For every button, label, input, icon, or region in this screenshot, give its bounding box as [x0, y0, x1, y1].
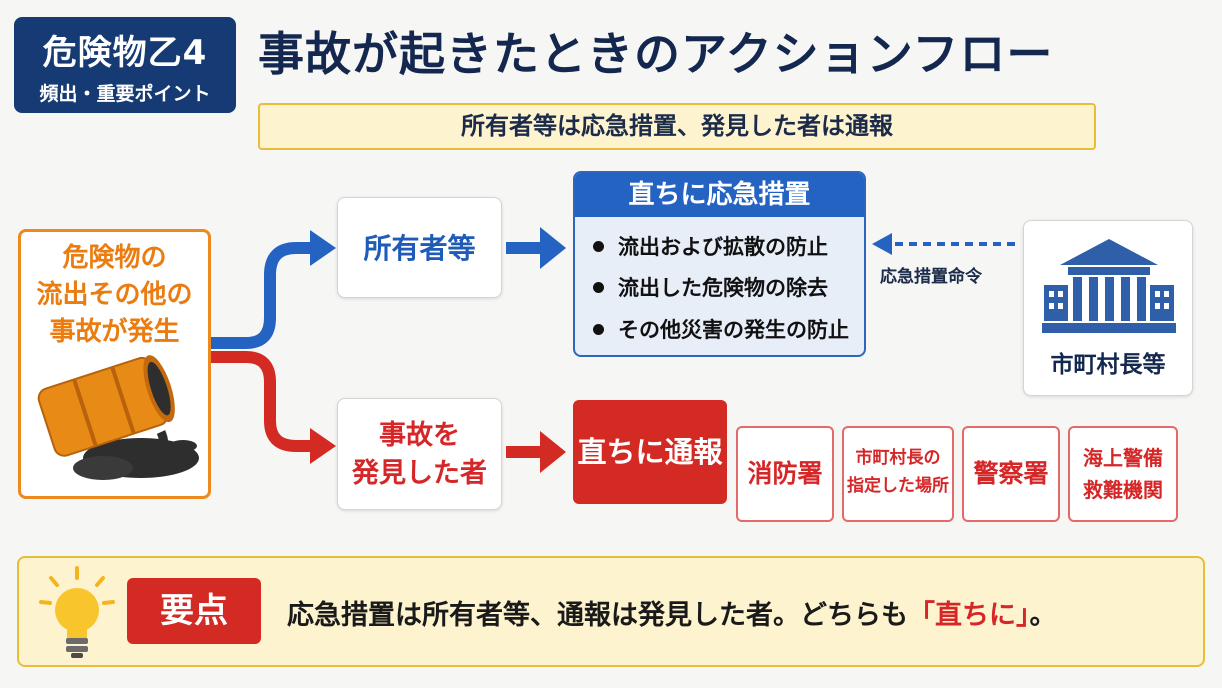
arrow-to-owner [211, 242, 312, 349]
finder-node: 事故を 発見した者 [337, 398, 502, 510]
order-arrow-head [872, 233, 892, 255]
finder-line: 事故を [379, 420, 460, 451]
key-point-main: 応急措置は所有者等、通報は発見した者。どちらも [287, 600, 908, 631]
order-label: 応急措置命令 [880, 267, 982, 287]
bullet-icon [593, 323, 604, 335]
emergency-measures-title: 直ちに応急措置 [575, 173, 864, 217]
mayor-node: 市町村長等 [1023, 220, 1193, 396]
badge-title: 危険物乙4 [42, 33, 208, 73]
emergency-measure-text: 流出した危険物の除去 [618, 276, 828, 300]
government-building-icon [1042, 239, 1176, 333]
topic-badge: 危険物乙4 頻出・重要ポイント [14, 17, 236, 113]
destination-fire-station: 消防署 [736, 426, 834, 522]
mayor-label: 市町村長等 [1050, 352, 1166, 378]
arrow-to-finder-head [310, 428, 336, 464]
summary-banner: 所有者等は応急措置、発見した者は通報 [258, 103, 1096, 150]
destination-designated-place: 市町村長の 指定した場所 [842, 426, 954, 522]
finder-line: 発見した者 [352, 458, 487, 489]
bullet-icon [593, 240, 604, 252]
key-point-end: 。 [1029, 600, 1057, 631]
arrow-to-finder [211, 351, 312, 452]
destination-police-station: 警察署 [962, 426, 1060, 522]
key-point-tag: 要点 [127, 578, 261, 644]
bullet-icon [593, 281, 604, 293]
emergency-measure-item: その他災害の発生の防止 [593, 314, 849, 344]
owner-node: 所有者等 [337, 197, 502, 298]
emergency-measure-item: 流出した危険物の除去 [593, 272, 828, 302]
incident-label: 危険物の 流出その他の 事故が発生 [21, 240, 208, 351]
emergency-measures-box: 直ちに応急措置 流出および拡散の防止 流出した危険物の除去 その他災害の発生の防… [573, 171, 866, 357]
incident-start-node: 危険物の 流出その他の 事故が発生 [18, 229, 211, 499]
incident-line: 危険物の [62, 243, 167, 273]
spilled-drum-icon [37, 355, 199, 480]
destination-line: 消防署 [747, 459, 823, 488]
key-point-emphasis: 「直ちに」 [908, 600, 1030, 631]
arrow-finder-report-head [540, 431, 566, 473]
destination-line: 指定した場所 [847, 476, 949, 496]
emergency-measure-item: 流出および拡散の防止 [593, 231, 828, 261]
incident-line: 事故が発生 [49, 317, 180, 347]
page-title: 事故が起きたときのアクションフロー [258, 27, 1054, 81]
destination-line: 救難機関 [1083, 478, 1163, 502]
destination-line: 警察署 [973, 459, 1049, 488]
report-immediately-box: 直ちに通報 [573, 400, 727, 504]
emergency-measure-text: 流出および拡散の防止 [618, 235, 828, 259]
incident-line: 流出その他の [36, 280, 193, 310]
arrow-owner-action-head [540, 227, 566, 269]
key-point-text: 応急措置は所有者等、通報は発見した者。どちらも「直ちに」。 [287, 593, 1057, 632]
destination-line: 海上警備 [1083, 446, 1163, 470]
badge-subtitle: 頻出・重要ポイント [39, 83, 211, 105]
arrow-owner-action-shaft [506, 242, 542, 254]
key-point-banner: 要点 応急措置は所有者等、通報は発見した者。どちらも「直ちに」。 [17, 556, 1205, 667]
lightbulb-icon [39, 566, 115, 658]
destination-coast-guard: 海上警備 救難機関 [1068, 426, 1178, 522]
destination-line: 市町村長の [855, 448, 941, 468]
arrow-to-owner-head [310, 230, 336, 266]
arrow-finder-report-shaft [506, 446, 542, 458]
emergency-measure-text: その他災害の発生の防止 [618, 318, 849, 342]
